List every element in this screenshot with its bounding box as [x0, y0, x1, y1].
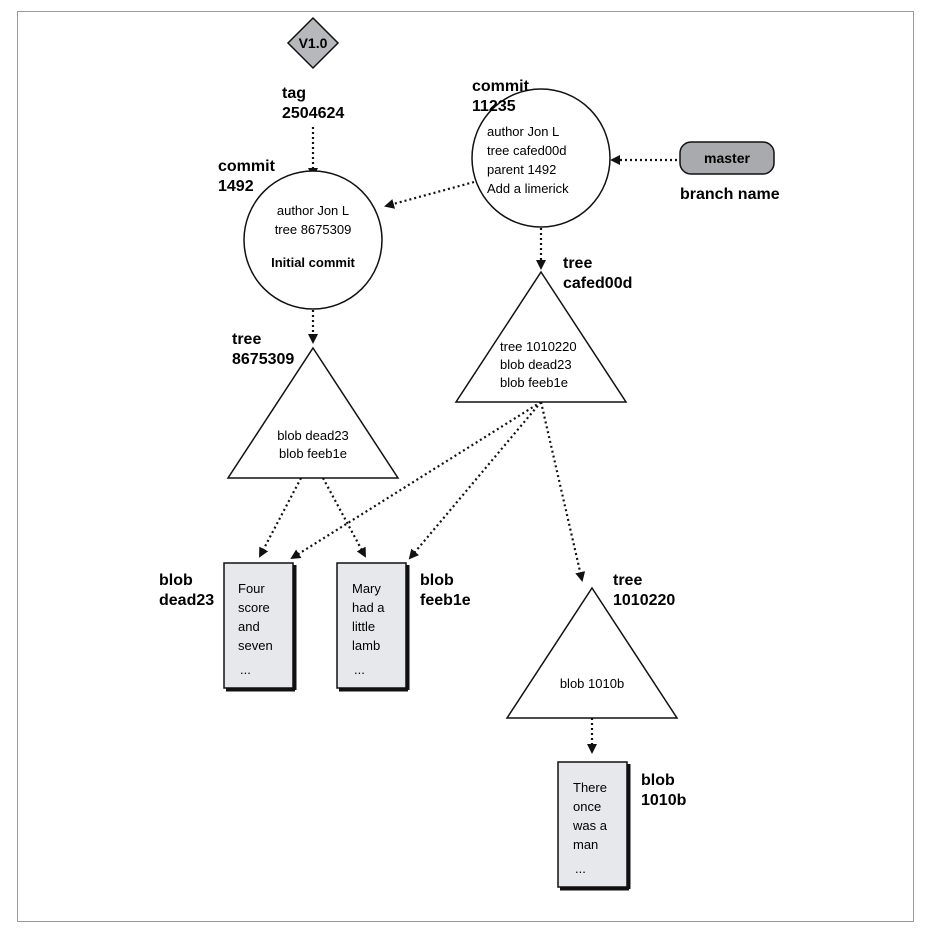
- tag-badge: V1.0: [299, 35, 328, 51]
- blob-1010b-line: once: [573, 799, 601, 814]
- tree-triangle-cafed00d: [454, 270, 628, 403]
- blob-1010b-line: was a: [572, 818, 608, 833]
- blob-feeb1e-line: lamb: [352, 638, 380, 653]
- commit-1492-type-label: commit: [218, 158, 276, 175]
- blob-dead23-id-label: dead23: [159, 592, 214, 609]
- blob-1010b-line: man: [573, 837, 598, 852]
- commit-circle-11235: [471, 88, 611, 228]
- tree-1010220-id-label: 1010220: [613, 592, 675, 609]
- blob-1010b-type-label: blob: [641, 772, 675, 789]
- tag-diamond: [286, 16, 340, 70]
- commit-node-11235: commit 11235 author Jon L tree cafed00d …: [471, 78, 611, 228]
- blob-node-feeb1e: blob feeb1e Mary had a little lamb ...: [336, 562, 471, 692]
- branch-node: master branch name: [679, 141, 780, 203]
- edge-treec-to-dead23: [290, 401, 542, 560]
- blob-dead23-type-label: blob: [159, 572, 193, 589]
- blob-box-feeb1e: [336, 562, 407, 689]
- tree-triangle-1010220: [505, 586, 679, 719]
- blob-feeb1e-line: little: [352, 619, 375, 634]
- tag-node: V1.0 tag 2504624: [282, 16, 344, 122]
- commit-11235-line: Add a limerick: [487, 181, 569, 196]
- blob-feeb1e-id-label: feeb1e: [420, 592, 471, 609]
- commit-1492-line: author Jon L: [277, 203, 349, 218]
- tree-cafed00d-line: blob feeb1e: [500, 375, 568, 390]
- blob-feeb1e-type-label: blob: [420, 572, 454, 589]
- tree-8675309-id-label: 8675309: [232, 351, 294, 368]
- blob-node-1010b: blob 1010b There once was a man ...: [557, 761, 687, 891]
- blob-node-dead23: blob dead23 Four score and seven ...: [159, 562, 297, 692]
- branch-name: master: [704, 150, 750, 166]
- blob-1010b-id-label: 1010b: [641, 792, 687, 809]
- edge-commit-parent: [384, 180, 475, 209]
- tree-node-8675309: tree 8675309 blob dead23 blob feeb1e: [226, 331, 400, 479]
- blob-1010b-line: There: [573, 780, 607, 795]
- tree-cafed00d-id-label: cafed00d: [563, 275, 632, 292]
- blob-dead23-line: score: [238, 600, 270, 615]
- tree-cafed00d-line: blob dead23: [500, 357, 572, 372]
- blob-dead23-line: Four: [238, 581, 265, 596]
- commit-circle-1492: [243, 170, 383, 310]
- tree-cafed00d-type-label: tree: [563, 255, 592, 272]
- tree-cafed00d-line: tree 1010220: [500, 339, 577, 354]
- figure-frame: [17, 11, 914, 922]
- commit-11235-line: author Jon L: [487, 124, 559, 139]
- tree-8675309-line: blob dead23: [277, 428, 349, 443]
- tree-8675309-line: blob feeb1e: [279, 446, 347, 461]
- branch-caption: branch name: [680, 186, 780, 203]
- commit-11235-line: parent 1492: [487, 162, 556, 177]
- commit-1492-message: Initial commit: [271, 255, 355, 270]
- tree-8675309-type-label: tree: [232, 331, 261, 348]
- commit-11235-type-label: commit: [472, 78, 530, 95]
- edge-treec-to-tree1010220: [539, 401, 586, 582]
- tree-node-cafed00d: tree cafed00d tree 1010220 blob dead23 b…: [454, 255, 632, 403]
- commit-1492-id-label: 1492: [218, 178, 254, 195]
- commit-node-1492: commit 1492 author Jon L tree 8675309 In…: [218, 158, 383, 310]
- blob-dead23-line: ...: [240, 662, 251, 677]
- blob-dead23-line: and: [238, 619, 260, 634]
- edge-tree8-to-dead23: [259, 477, 302, 558]
- tree-1010220-type-label: tree: [613, 572, 642, 589]
- blob-box-dead23: [223, 562, 294, 689]
- tree-1010220-line: blob 1010b: [560, 676, 624, 691]
- commit-1492-line: tree 8675309: [275, 222, 352, 237]
- tree-node-1010220: tree 1010220 blob 1010b: [505, 572, 679, 719]
- blob-feeb1e-line: Mary: [352, 581, 381, 596]
- blob-dead23-line: seven: [238, 638, 273, 653]
- tag-id-label: 2504624: [282, 105, 344, 122]
- blob-box-1010b: [557, 761, 628, 888]
- branch-box: [679, 141, 775, 175]
- blob-1010b-line: ...: [575, 861, 586, 876]
- tree-triangle-8675309: [226, 346, 400, 479]
- commit-11235-line: tree cafed00d: [487, 143, 567, 158]
- blob-feeb1e-line: ...: [354, 662, 365, 677]
- commit-11235-id-label: 11235: [472, 98, 516, 115]
- edge-treec-to-feeb1e: [408, 401, 542, 560]
- blob-feeb1e-line: had a: [352, 600, 385, 615]
- tag-type-label: tag: [282, 85, 306, 102]
